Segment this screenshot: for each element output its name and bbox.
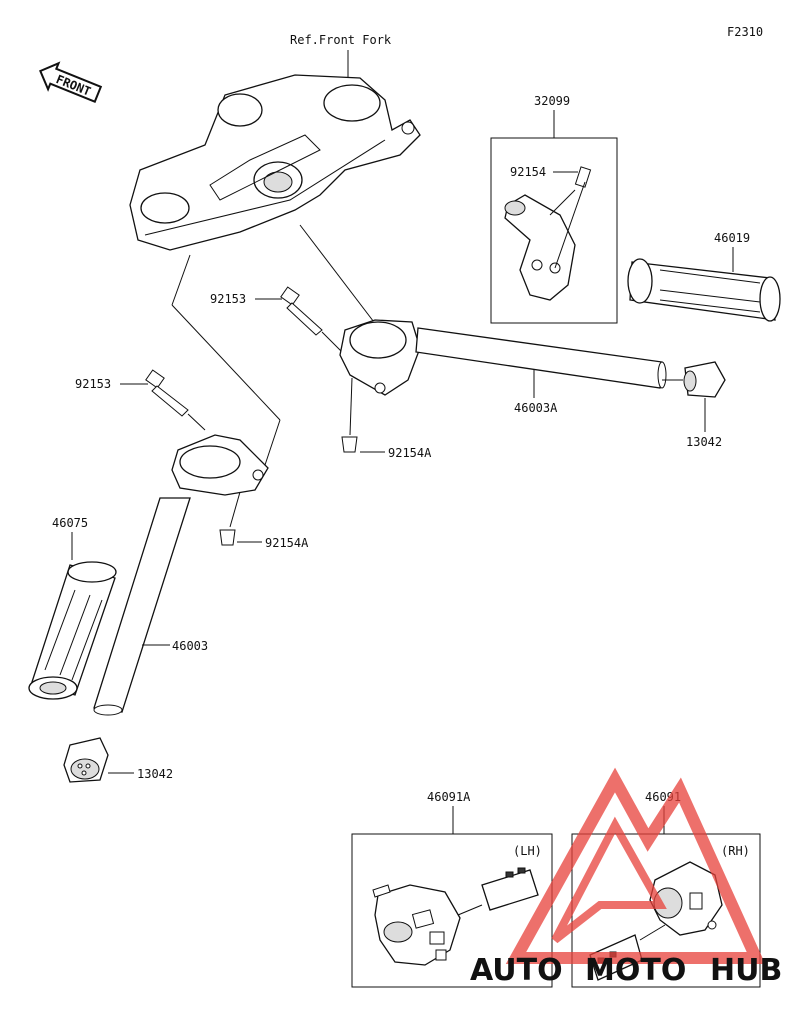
box-32099 (490, 137, 618, 324)
upper-triple-clamp (129, 74, 421, 251)
watermark-auto: AUTO (470, 953, 563, 988)
watermark-hub: HUB (710, 953, 782, 988)
throttle-housing-part (504, 166, 592, 301)
right-grip-46019 (627, 258, 781, 322)
front-arrow-icon: FRONT (39, 61, 103, 103)
part-92154-label: 92154 (510, 165, 546, 179)
bar-end-13042-right (662, 361, 726, 398)
part-46091A-label: 46091A (427, 790, 471, 804)
left-handlebar-46003 (93, 434, 269, 716)
part-13042-right-label: 13042 (686, 435, 722, 449)
ref-front-fork-label: Ref.Front Fork (290, 33, 392, 47)
box-lh-switch (351, 833, 553, 988)
rh-side-label: (RH) (721, 844, 750, 858)
screw-92154A-upper (341, 377, 358, 453)
watermark-moto: MOTO (585, 953, 686, 988)
bar-end-13042-left (63, 737, 109, 783)
figure-code: F2310 (727, 25, 763, 39)
left-grip-46075 (28, 561, 117, 700)
part-92153-upper-label: 92153 (210, 292, 246, 306)
part-32099-label: 32099 (534, 94, 570, 108)
part-46075-label: 46075 (52, 516, 88, 530)
part-92153-lower-label: 92153 (75, 377, 111, 391)
part-46019-label: 46019 (714, 231, 750, 245)
bolt-92153-upper (280, 286, 346, 356)
right-handlebar-46003A (339, 319, 667, 396)
part-46003A-label: 46003A (514, 401, 558, 415)
bolt-92153-lower (145, 369, 206, 431)
lh-switch-46091A (372, 867, 539, 966)
automotohub-watermark-logo: AUTO MOTO HUB (470, 767, 782, 988)
part-92154A-lower-label: 92154A (265, 536, 309, 550)
part-13042-left-label: 13042 (137, 767, 173, 781)
part-92154A-upper-label: 92154A (388, 446, 432, 460)
part-46003-label: 46003 (172, 639, 208, 653)
screw-92154A-lower (219, 491, 241, 546)
lh-side-label: (LH) (513, 844, 542, 858)
